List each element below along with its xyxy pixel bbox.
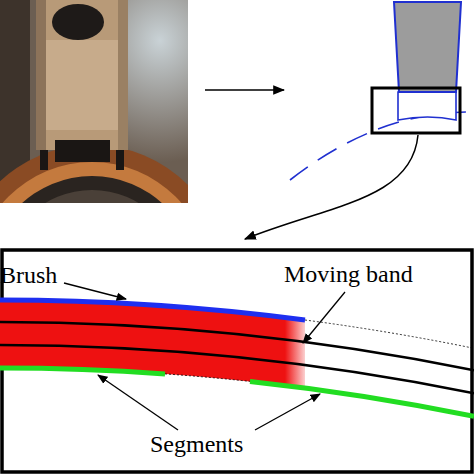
leader-arrow [303, 292, 345, 343]
commutator-copper [0, 162, 188, 203]
brush-contact [55, 140, 110, 162]
segment-gap [165, 374, 250, 382]
part-label: Moving band [284, 262, 413, 286]
segment-line [0, 368, 165, 374]
leader-arrow [64, 283, 126, 299]
segment-line [250, 381, 474, 416]
rotor-arc [290, 112, 474, 180]
zoom-box [372, 88, 460, 133]
band-line [0, 345, 474, 393]
holder-face [46, 40, 118, 130]
commutator-core [0, 176, 188, 203]
brush-line [0, 300, 305, 320]
brush-continuation [305, 320, 474, 348]
brush-holder [36, 0, 128, 150]
arrow [205, 89, 284, 91]
photo-blotch [52, 4, 104, 40]
brush-tip [398, 92, 456, 120]
zoom-arrow [245, 135, 418, 239]
part-label: Segments [150, 432, 243, 456]
commutator-inner [2, 190, 182, 203]
moving-band-fill [0, 300, 305, 388]
leader-arrow [255, 394, 320, 430]
leader-arrow [98, 375, 178, 430]
holder-edge [36, 0, 46, 150]
holder-foot [40, 150, 48, 170]
brush-body [394, 2, 461, 92]
holder-edge [118, 0, 128, 150]
photo [0, 0, 188, 203]
holder-foot [116, 150, 124, 170]
part-label: Brush [0, 263, 57, 287]
